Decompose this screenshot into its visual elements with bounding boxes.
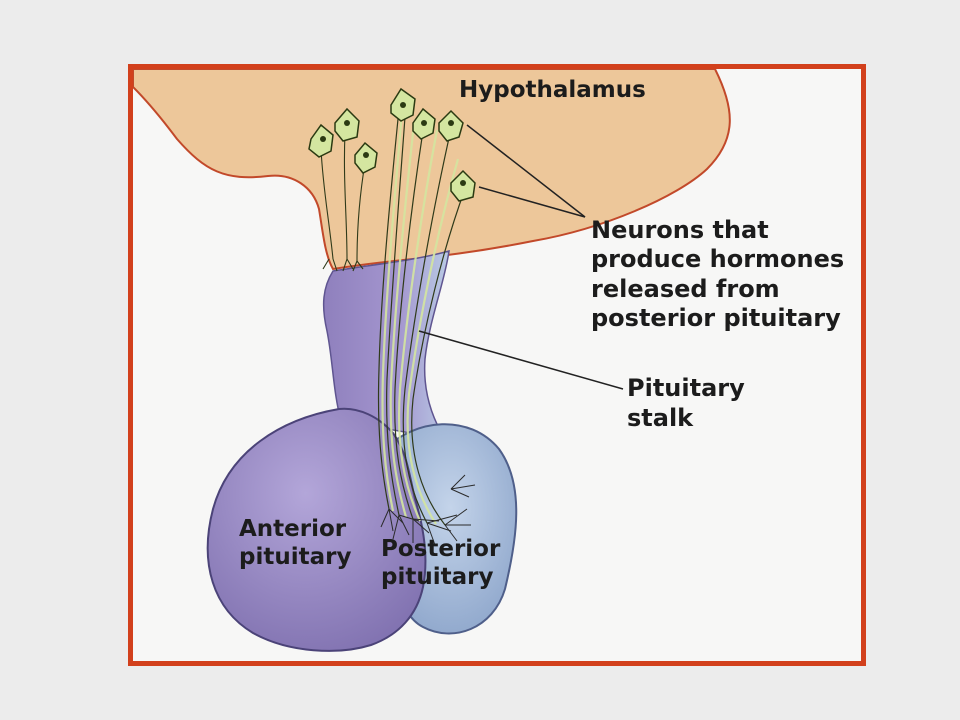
posterior-label-line: pituitary xyxy=(381,563,494,590)
axon-terminals xyxy=(380,474,476,546)
pituitary-stalk-label: Pituitary stalk xyxy=(627,373,745,433)
hypothalamus-region xyxy=(133,69,731,271)
posterior-label-line: Posterior xyxy=(381,536,501,562)
neurons-label-line: produce hormones xyxy=(591,245,845,274)
anterior-label-line: Anterior xyxy=(239,516,347,542)
neurons-label: Neurons that produce hormones released f… xyxy=(591,216,844,333)
leader-lines xyxy=(418,124,624,390)
posterior-pituitary-label: Posterior pituitary xyxy=(381,536,500,591)
anterior-label-line: pituitary xyxy=(239,543,352,570)
neuron-axons xyxy=(377,108,466,526)
diagram-frame: Hypothalamus Neurons that produce hormon… xyxy=(128,64,866,666)
pituitary-diagram xyxy=(133,69,731,652)
hypothalamus-label: Hypothalamus xyxy=(459,77,646,103)
anterior-pituitary-label: Anterior pituitary xyxy=(239,516,351,571)
stalk-label-line: Pituitary xyxy=(627,374,745,402)
neurons-label-line: released from xyxy=(591,274,780,303)
stalk-label-line: stalk xyxy=(627,404,694,432)
neuron-axons-highlight xyxy=(381,112,460,525)
neurons-label-line: Neurons that xyxy=(591,216,769,244)
neuron-nuclei xyxy=(320,102,466,186)
neurons-label-line: posterior pituitary xyxy=(591,303,841,332)
